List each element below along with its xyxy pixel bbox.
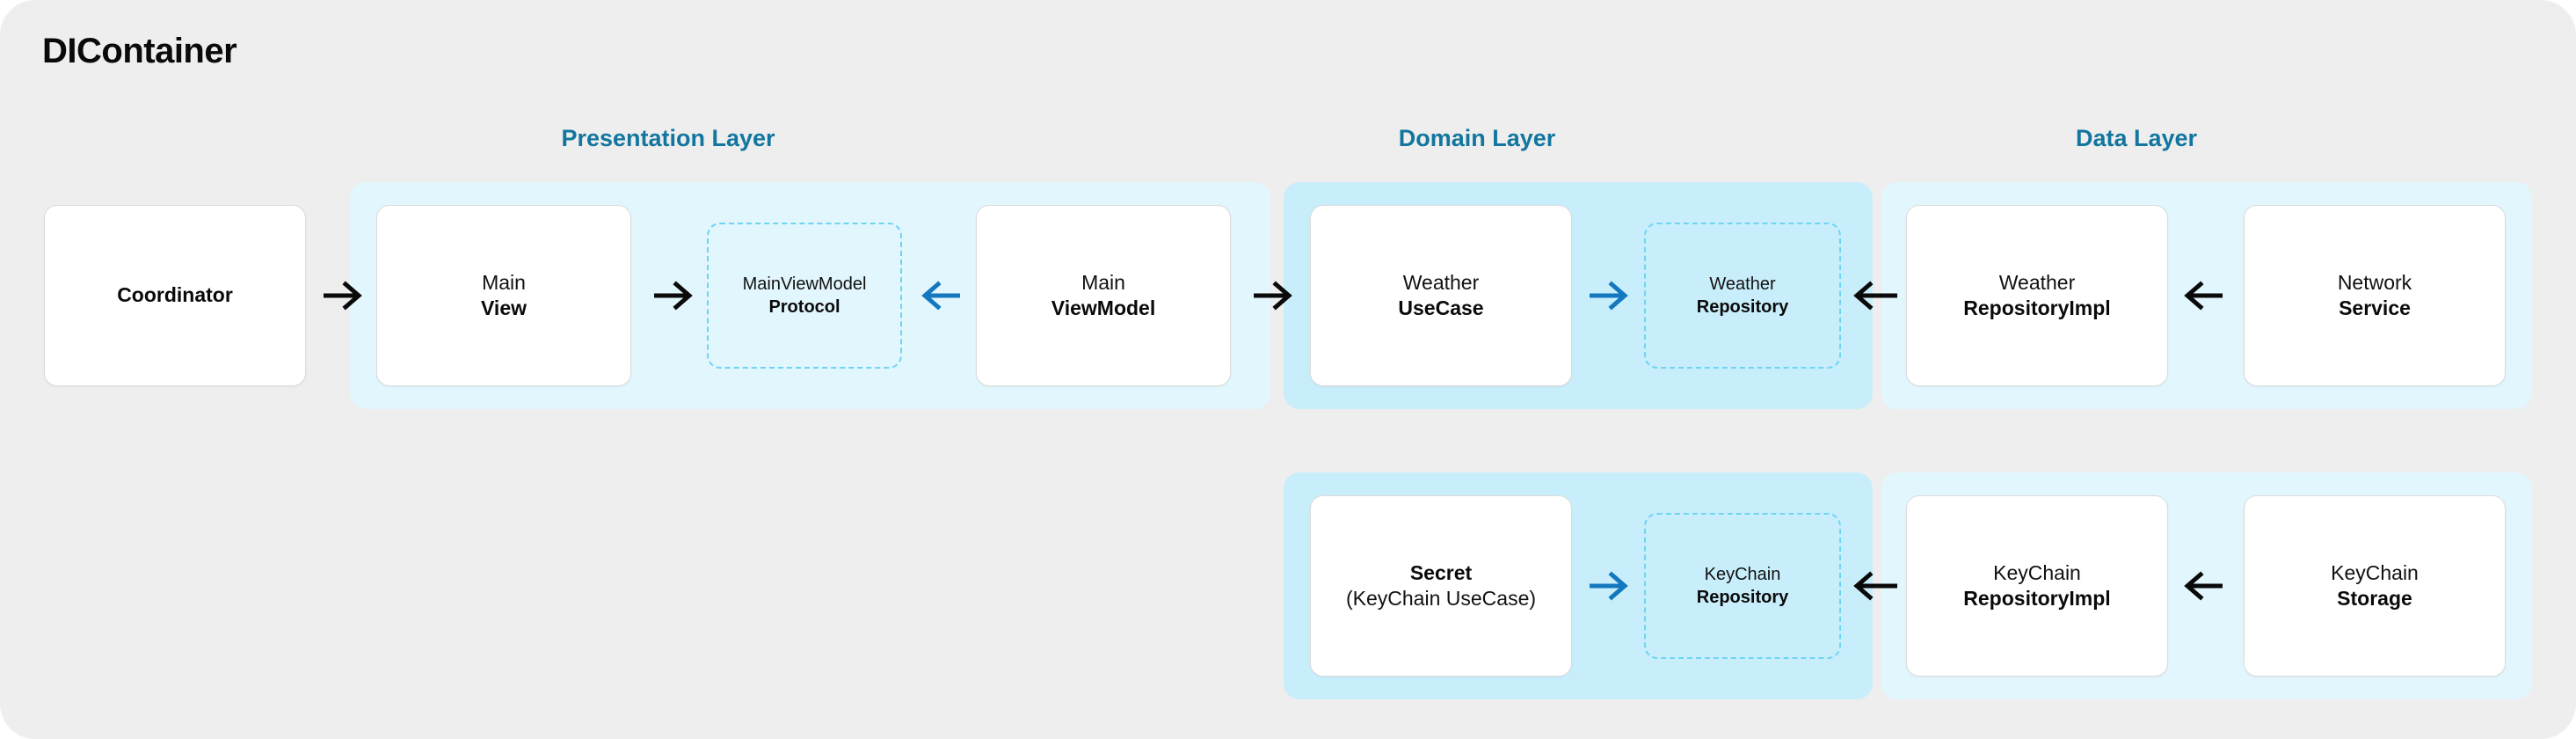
node-main-view[interactable]: Main View <box>376 205 631 386</box>
node-weather-usecase[interactable]: Weather UseCase <box>1310 205 1572 386</box>
node-main-viewmodel-line1: Main <box>1081 270 1125 294</box>
node-coordinator-line1: Coordinator <box>117 283 233 307</box>
arrow-left-icon-networkservice-to-weatherrepoimpl <box>2179 278 2224 313</box>
node-keychain-repositoryimpl-line1: KeyChain <box>1993 560 2081 584</box>
node-main-view-line1: Main <box>482 270 526 294</box>
node-network-service-line2: Service <box>2339 296 2411 319</box>
node-main-viewmodel-line2: ViewModel <box>1051 296 1156 319</box>
layer-caption-presentation: Presentation Layer <box>561 125 775 151</box>
arrow-right-icon-mainview-to-protocol <box>652 278 695 313</box>
node-secret-usecase[interactable]: Secret (KeyChain UseCase) <box>1310 495 1572 677</box>
arrow-right-icon-coordinator-to-mainview <box>322 278 364 313</box>
node-keychain-repository-protocol[interactable]: KeyChain Repository <box>1644 513 1841 659</box>
node-weather-repository-protocol-line1: Weather <box>1709 274 1776 294</box>
node-weather-usecase-line2: UseCase <box>1398 296 1484 319</box>
node-secret-usecase-line1: Secret <box>1409 560 1473 584</box>
node-keychain-storage-line2: Storage <box>2337 587 2412 610</box>
node-main-view-line2: View <box>481 296 527 319</box>
arrow-left-icon-keychainrepoimpl-to-keychainrepo <box>1848 568 1899 604</box>
node-keychain-storage[interactable]: KeyChain Storage <box>2244 495 2506 677</box>
node-keychain-repositoryimpl-line2: RepositoryImpl <box>1963 587 2111 610</box>
node-keychain-repositoryimpl[interactable]: KeyChain RepositoryImpl <box>1906 495 2168 677</box>
node-weather-repositoryimpl-line2: RepositoryImpl <box>1963 296 2111 319</box>
node-keychain-storage-line1: KeyChain <box>2331 560 2419 584</box>
node-weather-repositoryimpl[interactable]: Weather RepositoryImpl <box>1906 205 2168 386</box>
node-keychain-repository-protocol-line1: KeyChain <box>1704 565 1781 584</box>
node-mainviewmodel-protocol-line1: MainViewModel <box>742 274 867 294</box>
node-weather-repositoryimpl-line1: Weather <box>1998 270 2076 294</box>
node-keychain-repository-protocol-line2: Repository <box>1696 588 1789 607</box>
node-weather-usecase-line1: Weather <box>1402 270 1480 294</box>
page-title: DIContainer <box>42 32 237 70</box>
node-coordinator[interactable]: Coordinator <box>44 205 306 386</box>
arrow-right-icon-weatherusecase-to-weatherrepo <box>1588 278 1634 313</box>
arrow-left-icon-weatherrepoimpl-to-weatherrepo <box>1848 278 1899 313</box>
node-weather-repository-protocol-line2: Repository <box>1696 297 1789 317</box>
node-secret-usecase-line2: (KeyChain UseCase) <box>1345 587 1537 610</box>
node-main-viewmodel[interactable]: Main ViewModel <box>976 205 1231 386</box>
arrow-right-icon-secret-to-keychainrepo <box>1588 568 1634 604</box>
arrow-left-icon-keychainstorage-to-keychainrepoimpl <box>2179 568 2224 604</box>
arrow-right-icon-mainviewmodel-to-weatherusecase <box>1252 278 1294 313</box>
node-network-service-line1: Network <box>2337 270 2412 294</box>
node-mainviewmodel-protocol-line2: Protocol <box>768 297 840 317</box>
node-network-service[interactable]: Network Service <box>2244 205 2506 386</box>
layer-caption-domain: Domain Layer <box>1398 125 1556 151</box>
node-mainviewmodel-protocol[interactable]: MainViewModel Protocol <box>707 223 902 369</box>
layer-caption-data: Data Layer <box>2075 125 2198 151</box>
arrow-left-icon-mainviewmodel-to-protocol <box>916 278 962 313</box>
node-weather-repository-protocol[interactable]: Weather Repository <box>1644 223 1841 369</box>
